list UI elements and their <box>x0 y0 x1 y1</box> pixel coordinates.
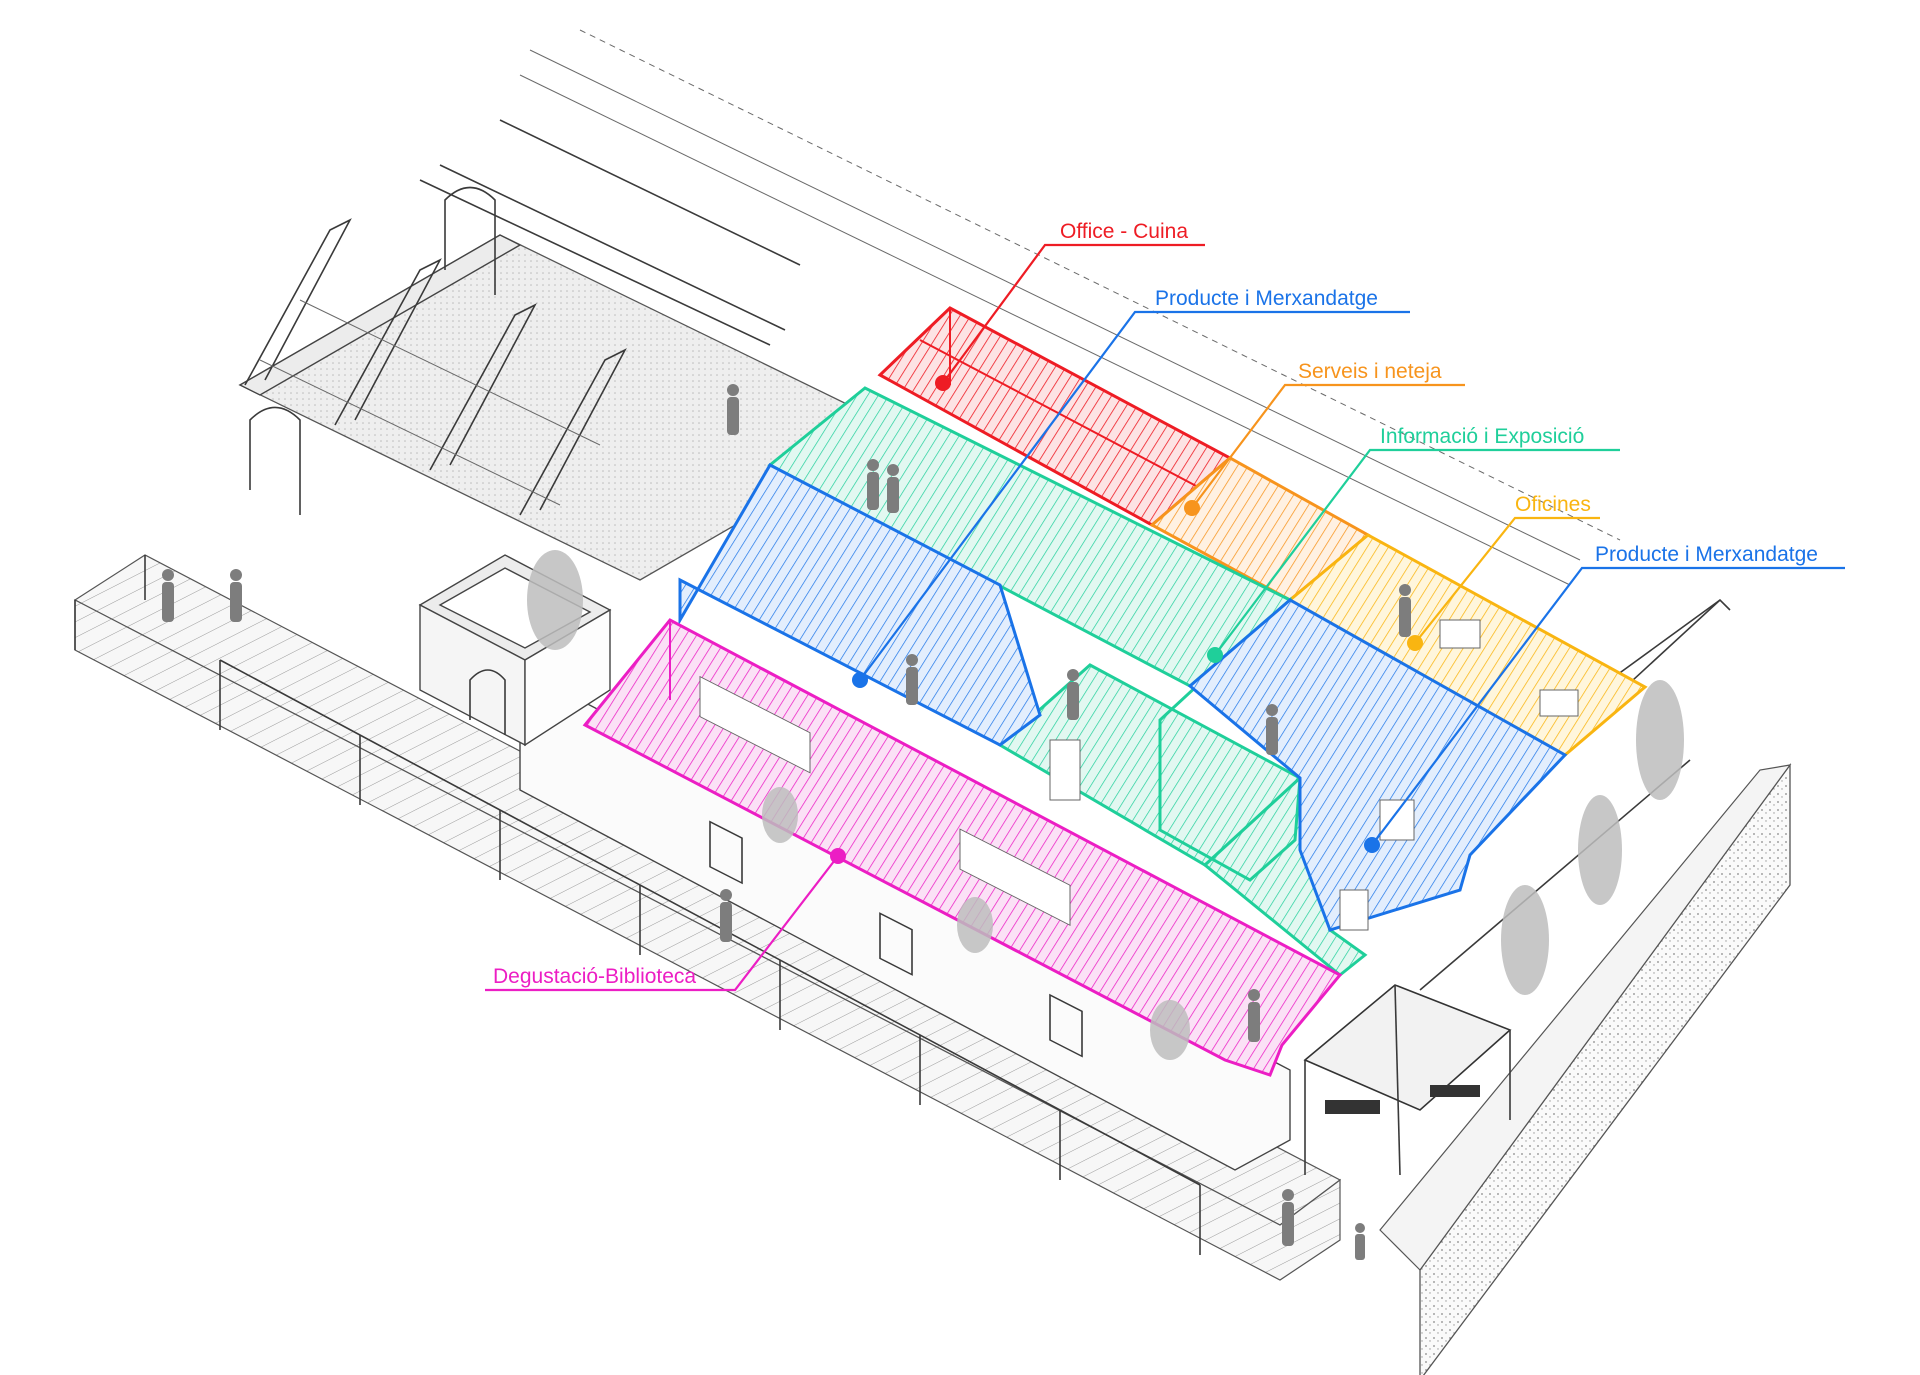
person-silhouette <box>906 654 918 705</box>
person-silhouette <box>1355 1223 1365 1260</box>
leader-producte-1 <box>859 310 1410 681</box>
person-silhouette <box>720 889 732 942</box>
label-degustacio-biblioteca: Degustació-Biblioteca <box>493 965 696 988</box>
terrace-posts <box>219 659 1201 1255</box>
marker-producte-1 <box>852 672 868 688</box>
leader-degustacio <box>485 855 839 992</box>
right-walkway <box>1379 764 1792 1271</box>
tree <box>762 787 798 843</box>
person-silhouette <box>887 464 899 513</box>
zone-producte-1 <box>678 463 1042 747</box>
person-silhouette <box>1266 704 1278 755</box>
person-silhouette <box>1399 584 1411 637</box>
zone-producte-area-2 <box>1187 598 1568 932</box>
person-silhouette <box>1282 1189 1294 1246</box>
person-silhouette <box>727 384 739 435</box>
person-silhouette <box>230 569 242 622</box>
leader-serveis <box>1191 383 1465 509</box>
tree <box>1636 680 1684 800</box>
zone-producte-area-1 <box>678 463 1042 747</box>
left-hall-trusses <box>244 218 627 516</box>
zone-producte-2 <box>1187 598 1568 932</box>
person-silhouette <box>867 459 879 510</box>
zone-labels: Office - Cuina Producte i Merxandatge Se… <box>493 220 1818 988</box>
marker-office-cuina <box>935 375 951 391</box>
leader-oficines <box>1414 516 1600 644</box>
leaders <box>485 243 1845 992</box>
label-producte-2: Producte i Merxandatge <box>1595 543 1818 566</box>
leader-informacio <box>1214 448 1620 656</box>
marker-degustacio <box>830 848 846 864</box>
furniture <box>699 619 1579 931</box>
label-office-cuina: Office - Cuina <box>1060 220 1188 243</box>
marker-producte-2 <box>1364 837 1380 853</box>
tree <box>527 550 583 650</box>
person-silhouette <box>1248 989 1260 1042</box>
entrance-canopy <box>1303 984 1512 1176</box>
left-hall-wall-top <box>238 234 522 396</box>
arch-opening-left <box>444 186 496 295</box>
tree <box>1578 795 1622 905</box>
label-informacio-exposicio: Informació i Exposició <box>1380 425 1584 448</box>
tree <box>1501 885 1549 995</box>
marker-informacio <box>1207 647 1223 663</box>
trees <box>527 550 1684 1060</box>
leader-office-cuina <box>942 243 1205 384</box>
tree <box>957 897 993 953</box>
marker-oficines <box>1407 635 1423 651</box>
label-oficines: Oficines <box>1515 493 1591 516</box>
people <box>162 384 1411 1260</box>
label-producte-1: Producte i Merxandatge <box>1155 287 1378 310</box>
marker-serveis <box>1184 500 1200 516</box>
arch-opening-left-2 <box>249 406 301 515</box>
facade-windows <box>709 820 1083 1058</box>
person-silhouette <box>162 569 174 622</box>
tree <box>1150 1000 1190 1060</box>
leader-producte-2 <box>1371 566 1845 846</box>
label-serveis-neteja: Serveis i neteja <box>1298 360 1442 383</box>
person-silhouette <box>1067 669 1079 720</box>
